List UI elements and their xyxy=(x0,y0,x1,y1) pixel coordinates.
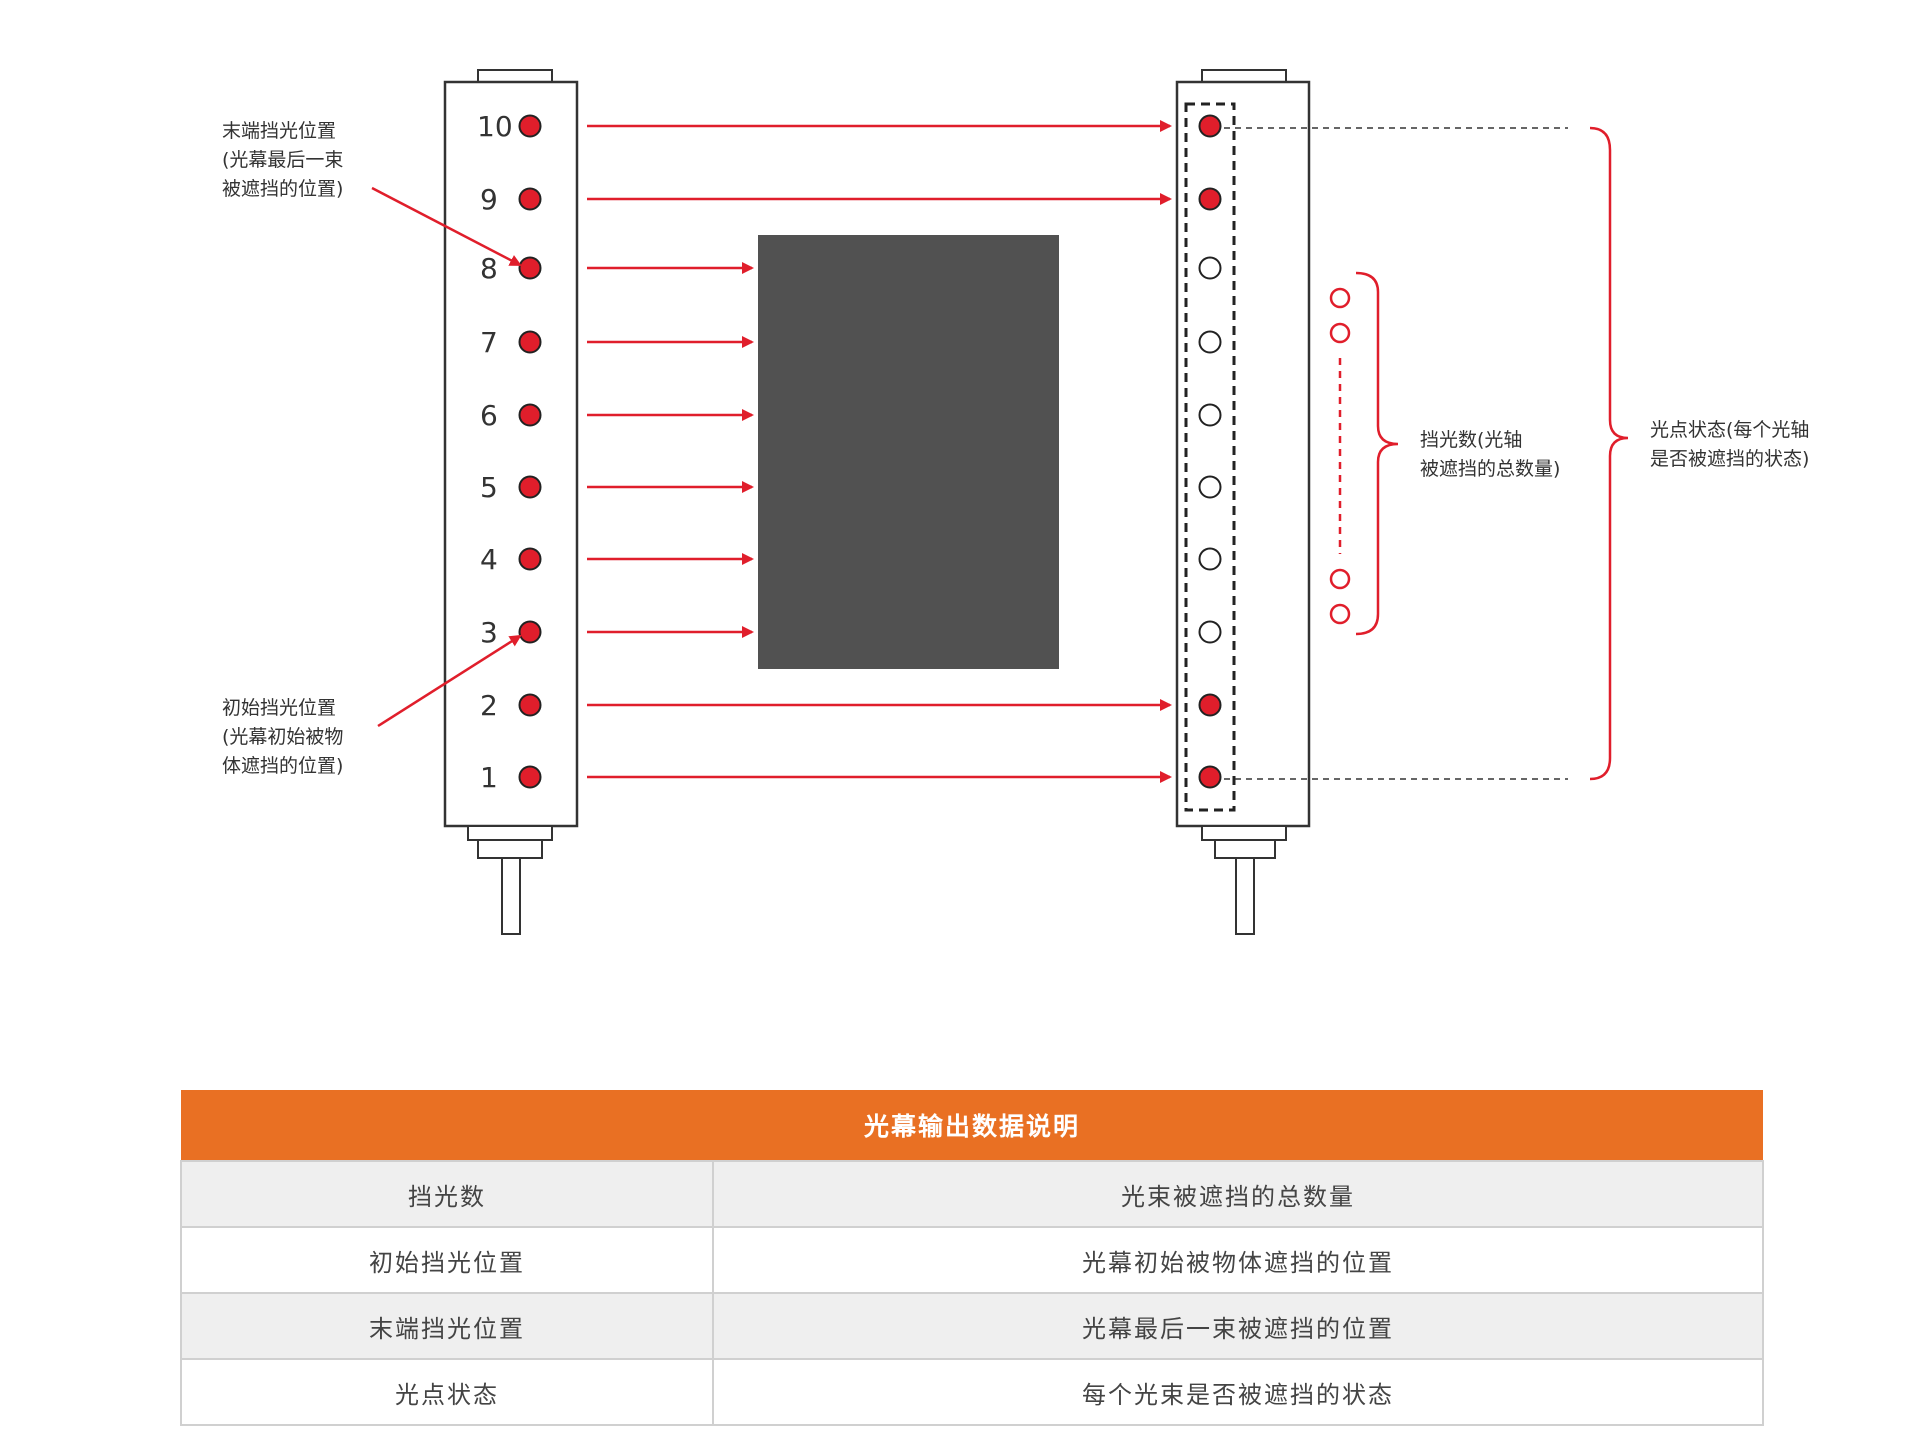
table-desc: 每个光束是否被遮挡的状态 xyxy=(712,1358,1764,1426)
emitter-light xyxy=(518,547,542,571)
table-term: 末端挡光位置 xyxy=(180,1292,714,1360)
beam-number: 10 xyxy=(477,110,513,143)
receiver-unit xyxy=(1175,69,1311,935)
emitter-light xyxy=(518,765,542,789)
receiver-light-on xyxy=(1198,693,1222,717)
receiver-light-off xyxy=(1198,330,1222,354)
start-position-label: 初始挡光位置 (光幕初始被物 体遮挡的位置) xyxy=(222,697,349,777)
end-position-label: 末端挡光位置 (光幕最后一束 被遮挡的位置) xyxy=(222,120,349,200)
blocked-count-label: 挡光数(光轴 被遮挡的总数量) xyxy=(1420,429,1560,480)
beam-number: 8 xyxy=(480,252,498,285)
indicator-circle xyxy=(1329,603,1351,625)
table-row: 末端挡光位置 光幕最后一束被遮挡的位置 xyxy=(180,1292,1764,1360)
beam-number: 2 xyxy=(480,689,498,722)
blocking-object xyxy=(758,235,1059,669)
beam-number: 1 xyxy=(480,761,498,794)
receiver-body xyxy=(1175,80,1311,828)
beam-number: 4 xyxy=(480,543,498,576)
emitter-light xyxy=(518,330,542,354)
beam-number: 9 xyxy=(480,183,498,216)
indicator-circle xyxy=(1329,568,1351,590)
receiver-top-cap xyxy=(1201,69,1287,83)
table-term: 初始挡光位置 xyxy=(180,1226,714,1294)
receiver-light-off xyxy=(1198,547,1222,571)
emitter-light xyxy=(518,114,542,138)
beam-number: 7 xyxy=(480,326,498,359)
emitter-top-cap xyxy=(477,69,553,83)
emitter-lights: 10 9 8 7 6 5 4 3 2 1 xyxy=(477,110,542,794)
table-title: 光幕输出数据说明 xyxy=(181,1090,1763,1161)
beam-number: 5 xyxy=(480,471,498,504)
emitter-light xyxy=(518,475,542,499)
table-term: 挡光数 xyxy=(180,1160,714,1228)
beam-number: 3 xyxy=(480,616,498,649)
start-position-pointer xyxy=(377,634,522,728)
indicator-circle xyxy=(1329,322,1351,344)
emitter-light xyxy=(518,693,542,717)
emitter-light xyxy=(518,403,542,427)
receiver-light-off xyxy=(1198,403,1222,427)
receiver-connector xyxy=(1214,839,1276,859)
table-desc: 光束被遮挡的总数量 xyxy=(712,1160,1764,1228)
emitter-unit xyxy=(443,69,579,935)
receiver-light-on xyxy=(1198,765,1222,789)
blocked-count-brace xyxy=(1355,271,1399,636)
beam-number: 6 xyxy=(480,399,498,432)
spot-state-label: 光点状态(每个光轴 是否被遮挡的状态) xyxy=(1650,419,1815,470)
blocked-count-indicator xyxy=(1329,287,1351,625)
table-desc: 光幕初始被物体遮挡的位置 xyxy=(712,1226,1764,1294)
emitter-light xyxy=(518,187,542,211)
emitter-light xyxy=(518,620,542,644)
light-curtain-diagram: 10 9 8 7 6 5 4 3 2 1 末端挡光位置 (光幕最后一束 被遮挡的位置) 初始挡光位… xyxy=(222,69,1815,935)
receiver-cable xyxy=(1235,857,1255,935)
table-desc: 光幕最后一束被遮挡的位置 xyxy=(712,1292,1764,1360)
table-term: 光点状态 xyxy=(180,1358,714,1426)
emitter-light xyxy=(518,256,542,280)
receiver-light-on xyxy=(1198,114,1222,138)
beam-arrows xyxy=(587,120,1172,783)
receiver-lights xyxy=(1198,114,1222,789)
receiver-light-off xyxy=(1198,256,1222,280)
table-row: 初始挡光位置 光幕初始被物体遮挡的位置 xyxy=(180,1226,1764,1294)
receiver-dashed-frame xyxy=(1184,102,1236,812)
receiver-light-on xyxy=(1198,187,1222,211)
receiver-light-off xyxy=(1198,475,1222,499)
indicator-circle xyxy=(1329,287,1351,309)
emitter-body xyxy=(443,80,579,828)
table-row: 挡光数 光束被遮挡的总数量 xyxy=(180,1160,1764,1228)
end-position-pointer xyxy=(371,186,522,267)
emitter-connector xyxy=(477,839,543,859)
spot-state-brace xyxy=(1589,126,1629,781)
receiver-light-off xyxy=(1198,620,1222,644)
table-header-row: 光幕输出数据说明 xyxy=(181,1090,1763,1161)
receiver-bottom-cap xyxy=(1201,825,1287,841)
emitter-cable xyxy=(501,857,521,935)
emitter-bottom-cap xyxy=(467,825,553,841)
table-row: 光点状态 每个光束是否被遮挡的状态 xyxy=(180,1358,1764,1426)
output-data-table: 光幕输出数据说明 挡光数 光束被遮挡的总数量 初始挡光位置 光幕初始被物体遮挡的… xyxy=(180,1090,1764,1426)
